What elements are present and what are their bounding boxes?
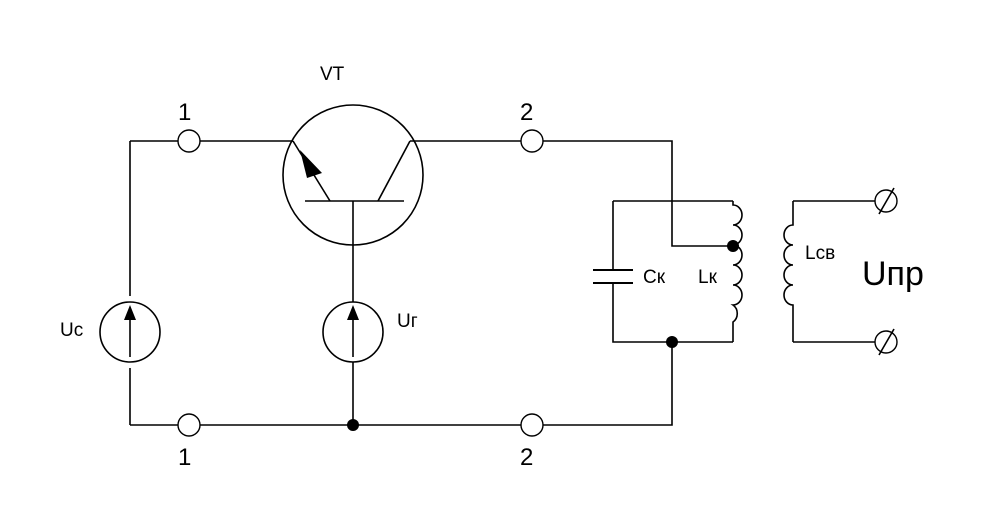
bias-source — [322, 301, 384, 425]
bottom-wires — [130, 342, 673, 426]
junction-dot — [347, 419, 359, 431]
junction-dot — [727, 240, 739, 252]
transistor — [282, 104, 424, 302]
arrow-head-icon — [124, 305, 136, 320]
port1-top-terminal — [177, 129, 201, 153]
tank-circuit — [593, 200, 743, 343]
coupling-coil — [783, 201, 794, 342]
output-terminal-bottom — [874, 328, 898, 356]
port1-bottom-label: 1 — [178, 444, 191, 471]
capacitor-label: Cк — [643, 267, 666, 288]
output-voltage-label: Uпр — [862, 255, 924, 293]
port1-top-label: 1 — [178, 99, 191, 126]
top-wires — [130, 140, 733, 247]
output-terminal-top — [874, 187, 898, 215]
arrow-head-icon — [347, 305, 359, 320]
transistor-collector-lead — [377, 140, 411, 202]
signal-source-label: Uс — [60, 320, 83, 341]
port2-top-terminal — [520, 129, 544, 153]
coupling-inductor — [783, 200, 876, 343]
inductor-label: Lк — [698, 267, 718, 288]
emitter-arrow-icon — [300, 150, 322, 178]
junctions — [347, 240, 739, 431]
inductor-coil — [730, 201, 743, 342]
bias-source-label: Uг — [397, 311, 418, 332]
port1-bottom-terminal — [177, 413, 201, 437]
transistor-label: VT — [320, 64, 345, 85]
port2-bottom-label: 2 — [520, 444, 533, 471]
port2-bottom-terminal — [520, 413, 544, 437]
port2-top-label: 2 — [520, 99, 533, 126]
signal-source — [99, 141, 161, 425]
coupling-inductor-label: Lсв — [805, 243, 835, 264]
junction-dot — [666, 336, 678, 348]
terminals — [177, 129, 898, 437]
